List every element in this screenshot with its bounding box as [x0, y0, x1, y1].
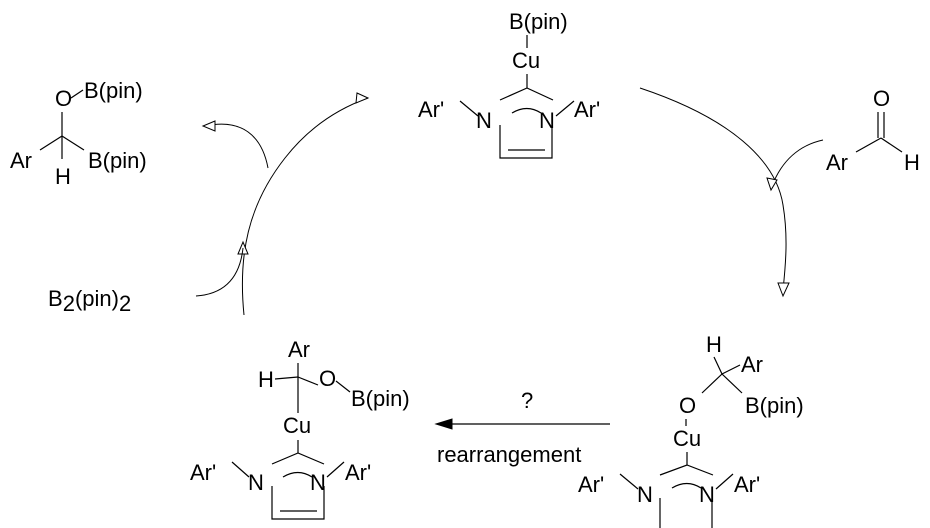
- alkoxide-h-label: H: [706, 332, 722, 357]
- alkyl-ring-arc: [282, 471, 313, 478]
- alkoxide-ring-arc: [671, 482, 702, 489]
- alkoxide-imidazolylidene-ring: [659, 464, 714, 528]
- copper-alkoxide-intermediate: H Ar B(pin) O Cu N N Ar' Ar': [578, 332, 804, 528]
- c-bpin-bond: [721, 373, 743, 394]
- cycle-arrows: [195, 87, 824, 316]
- alkoxide-cu-label: Cu: [673, 426, 701, 451]
- diboryl-product: O B(pin) Ar B(pin) H: [10, 78, 147, 189]
- alkyl-bpin-label: B(pin): [351, 386, 410, 411]
- alkyl-imidazolylidene-ring: [271, 452, 325, 520]
- alkyl-ar-prime-left: Ar': [190, 460, 216, 485]
- o-b-bond: [335, 380, 351, 393]
- right-cycle-arc: [639, 87, 787, 291]
- copper-boryl-catalyst: B(pin) Cu N N Ar' Ar': [418, 9, 600, 159]
- rearrangement-arrowhead: [434, 418, 453, 430]
- c-o-bond: [701, 373, 723, 394]
- c-o-bond-right: [297, 376, 319, 386]
- aldehyde-ar-label: Ar: [826, 150, 848, 175]
- aldehyde-substrate: O Ar H: [826, 86, 920, 175]
- product-h-label: H: [55, 164, 71, 189]
- ar-c-bond: [855, 137, 882, 153]
- svg-text:B2(pin)2: B2(pin)2: [48, 286, 131, 316]
- b2pin2-entry-arc: [195, 247, 244, 297]
- ar-c-bond-left: [39, 135, 63, 151]
- h-c-bond: [713, 356, 723, 375]
- rearrangement-label: rearrangement: [437, 442, 581, 467]
- alkoxide-ar-prime-right: Ar': [734, 472, 760, 497]
- alkoxide-o-label: O: [679, 393, 696, 418]
- product-bpin-bottom-label: B(pin): [88, 148, 147, 173]
- b2pin2-reagent: B2(pin)2: [48, 286, 131, 316]
- copper-alkyl-intermediate: Ar H O B(pin) Cu N N Ar' Ar': [190, 337, 410, 520]
- n-aryl-bond-left: [459, 100, 479, 117]
- alkoxide-ar-label: Ar: [741, 352, 763, 377]
- left-cycle-arc: [241, 97, 369, 316]
- left-cycle-arrowhead: [355, 92, 370, 104]
- product-ar-label: Ar: [10, 148, 32, 173]
- right-cycle-arrowhead: [777, 282, 790, 298]
- product-bpin-top-label: B(pin): [84, 78, 143, 103]
- alkyl-ar-prime-right: Ar': [345, 460, 371, 485]
- catalyst-ar-prime-left: Ar': [418, 97, 444, 122]
- c-ar-bond: [721, 364, 741, 375]
- product-exit-arc: [204, 123, 269, 169]
- product-exit-arrowhead: [201, 120, 216, 132]
- b2pin2-pin: (pin): [75, 286, 119, 311]
- product-o-label: O: [55, 86, 72, 111]
- alkyl-n-aryl-right: [326, 461, 345, 478]
- catalyst-n-right: N: [539, 108, 555, 133]
- b2pin2-sub-2: 2: [63, 291, 75, 316]
- aldehyde-entry-arrowhead: [766, 177, 778, 192]
- alkoxide-ar-prime-left: Ar': [578, 472, 604, 497]
- alkyl-h-label: H: [258, 367, 274, 392]
- n-aryl-bond-right: [555, 100, 575, 117]
- alkoxide-n-left: N: [637, 482, 653, 507]
- catalyst-n-left: N: [476, 108, 492, 133]
- alkyl-cu-label: Cu: [283, 413, 311, 438]
- catalyst-cu-label: Cu: [512, 48, 540, 73]
- alkoxide-bpin-label: B(pin): [745, 393, 804, 418]
- rearrangement-question-mark: ?: [521, 388, 533, 413]
- aldehyde-o-label: O: [873, 86, 890, 111]
- imidazolylidene-ring: [499, 87, 554, 159]
- b2pin2-sub-2b: 2: [119, 291, 131, 316]
- alkoxide-n-right: N: [699, 482, 715, 507]
- alkyl-n-aryl-left: [231, 461, 250, 478]
- c-h-bond: [880, 137, 903, 153]
- alkyl-ar-label: Ar: [288, 337, 310, 362]
- alkyl-n-left: N: [248, 470, 264, 495]
- alkyl-o-label: O: [319, 366, 336, 391]
- rearrangement-step: ? rearrangement: [434, 388, 610, 467]
- alkyl-n-right: N: [310, 470, 326, 495]
- catalyst-ar-prime-right: Ar': [574, 97, 600, 122]
- aldehyde-entry-arc: [771, 139, 824, 187]
- o-b-bond-top: [70, 89, 84, 99]
- ring-delocalization-arc: [511, 107, 542, 114]
- alkoxide-n-aryl-right: [715, 473, 734, 490]
- aldehyde-h-label: H: [904, 150, 920, 175]
- h-c-bond-left: [274, 376, 299, 380]
- alkoxide-n-aryl-left: [619, 473, 639, 490]
- c-bpin-bond-right: [61, 135, 85, 151]
- b2pin2-b: B: [48, 286, 63, 311]
- catalyst-bpin-label: B(pin): [509, 9, 568, 34]
